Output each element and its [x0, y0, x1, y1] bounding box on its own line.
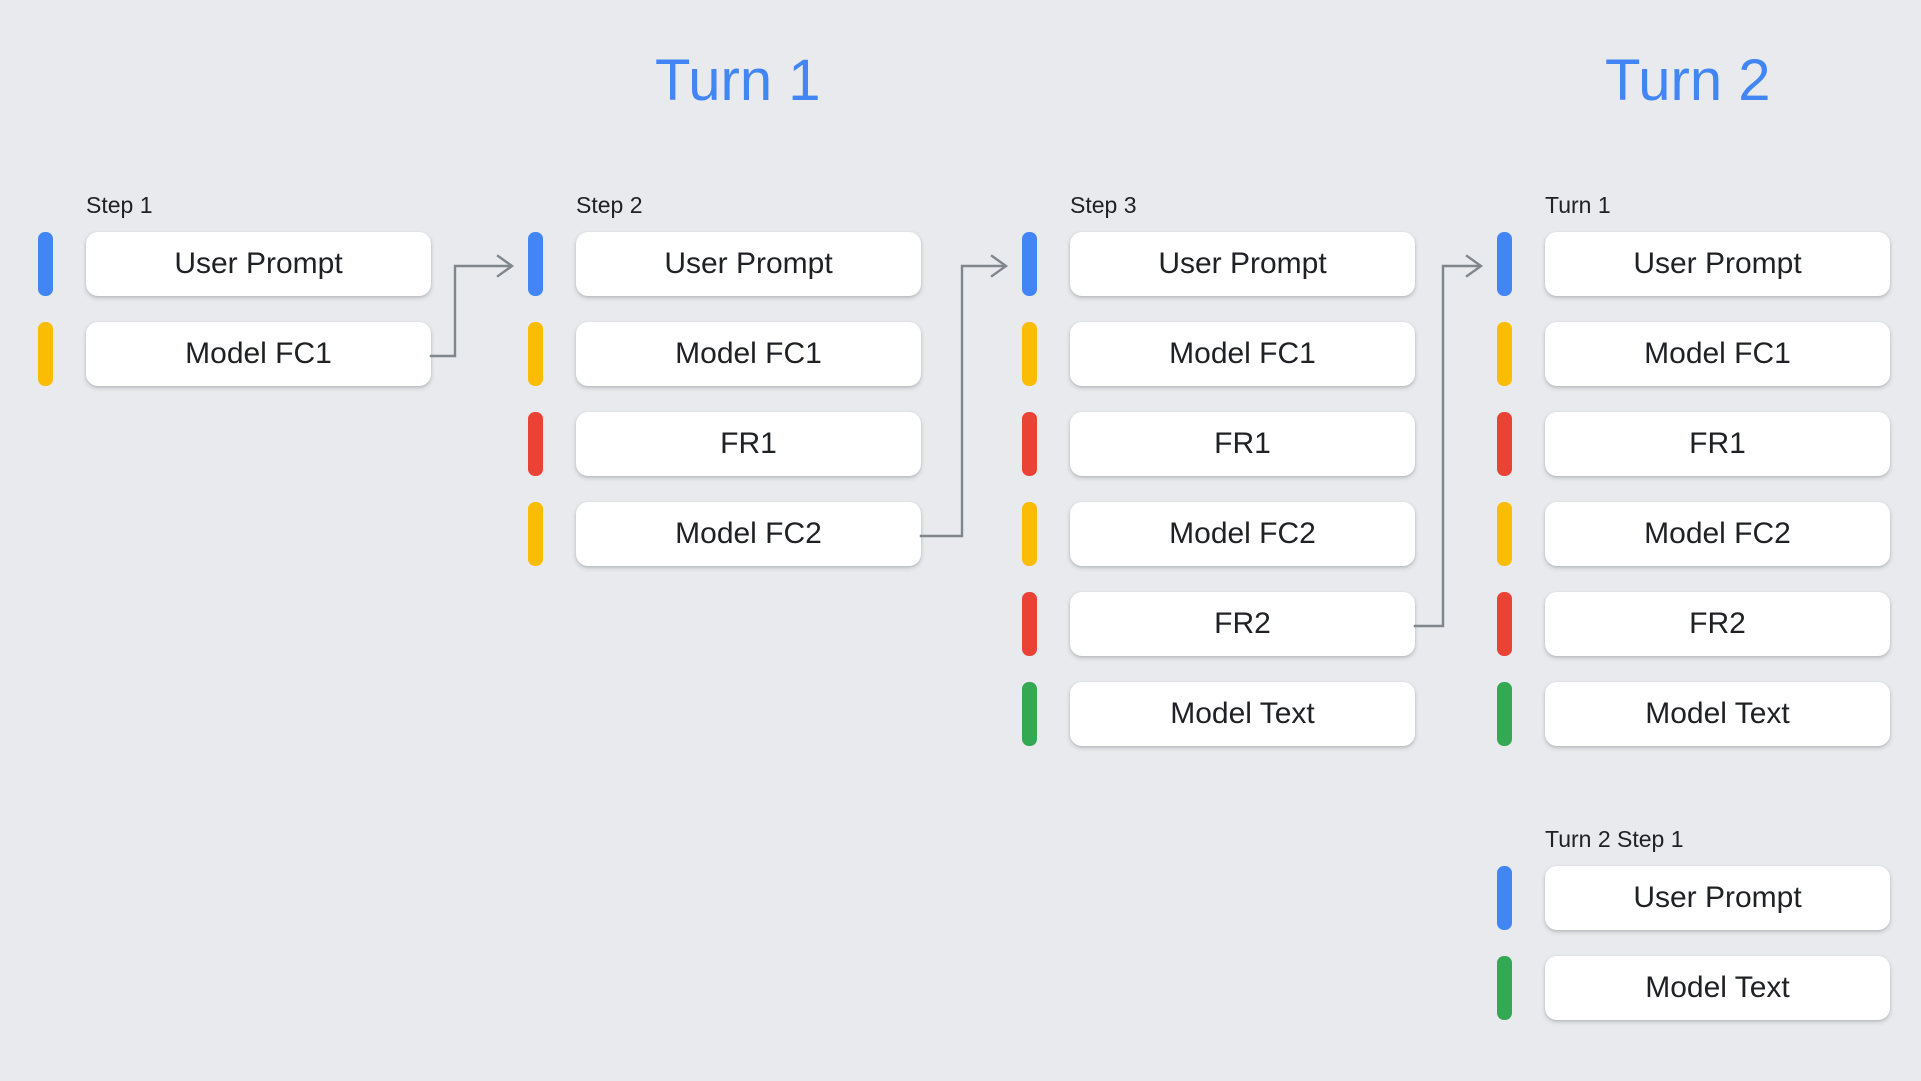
- card-label: Model FC1: [675, 337, 822, 370]
- turn-2-title: Turn 2: [1605, 48, 1771, 113]
- card[interactable]: User Prompt: [1070, 232, 1415, 296]
- card-label: User Prompt: [664, 247, 833, 280]
- card-label: FR2: [1214, 607, 1271, 640]
- column-label: Step 3: [1070, 192, 1137, 218]
- card[interactable]: FR2: [1070, 592, 1415, 656]
- row-item[interactable]: User Prompt: [1497, 866, 1890, 930]
- card[interactable]: Model FC2: [1070, 502, 1415, 566]
- row-item[interactable]: Model Text: [1497, 956, 1890, 1020]
- card-label: User Prompt: [1158, 247, 1327, 280]
- card[interactable]: Model FC1: [576, 322, 921, 386]
- card-label: Model Text: [1645, 971, 1790, 1004]
- card[interactable]: User Prompt: [86, 232, 431, 296]
- card[interactable]: Model Text: [1545, 682, 1890, 746]
- card[interactable]: User Prompt: [1545, 232, 1890, 296]
- status-bar-green: [1022, 682, 1037, 746]
- status-bar-blue: [1497, 866, 1512, 930]
- card[interactable]: Model FC2: [1545, 502, 1890, 566]
- card-label: Model FC1: [1169, 337, 1316, 370]
- card-label: Model FC2: [1644, 517, 1791, 550]
- card[interactable]: Model FC2: [576, 502, 921, 566]
- card[interactable]: FR2: [1545, 592, 1890, 656]
- row-item[interactable]: Model FC1: [528, 322, 921, 386]
- status-bar-red: [1022, 592, 1037, 656]
- status-bar-yellow: [1497, 322, 1512, 386]
- card-label: FR2: [1689, 607, 1746, 640]
- status-bar-red: [528, 412, 543, 476]
- row-item[interactable]: User Prompt: [1497, 232, 1890, 296]
- card-label: Model FC1: [1644, 337, 1791, 370]
- row-item[interactable]: FR1: [528, 412, 921, 476]
- status-bar-blue: [1497, 232, 1512, 296]
- row-item[interactable]: Model FC1: [38, 322, 431, 386]
- column-label: Step 2: [576, 192, 643, 218]
- card-label: User Prompt: [1633, 247, 1802, 280]
- row-item[interactable]: FR1: [1022, 412, 1415, 476]
- card[interactable]: FR1: [1070, 412, 1415, 476]
- status-bar-yellow: [1497, 502, 1512, 566]
- row-item[interactable]: Model FC1: [1497, 322, 1890, 386]
- card[interactable]: User Prompt: [576, 232, 921, 296]
- card[interactable]: User Prompt: [1545, 866, 1890, 930]
- card[interactable]: Model FC1: [86, 322, 431, 386]
- status-bar-blue: [1022, 232, 1037, 296]
- card-label: User Prompt: [1633, 881, 1802, 914]
- column-label: Turn 2 Step 1: [1545, 826, 1684, 852]
- card[interactable]: Model Text: [1070, 682, 1415, 746]
- status-bar-red: [1022, 412, 1037, 476]
- card-label: FR1: [1689, 427, 1746, 460]
- turn-1-title: Turn 1: [655, 48, 821, 113]
- status-bar-yellow: [1022, 322, 1037, 386]
- card[interactable]: FR1: [1545, 412, 1890, 476]
- card[interactable]: FR1: [576, 412, 921, 476]
- row-item[interactable]: FR2: [1497, 592, 1890, 656]
- row-item[interactable]: Model FC2: [1022, 502, 1415, 566]
- row-item[interactable]: Model Text: [1497, 682, 1890, 746]
- card-label: FR1: [1214, 427, 1271, 460]
- card[interactable]: Model Text: [1545, 956, 1890, 1020]
- row-item[interactable]: Model FC1: [1022, 322, 1415, 386]
- status-bar-yellow: [528, 502, 543, 566]
- row-item[interactable]: FR2: [1022, 592, 1415, 656]
- card-label: Model Text: [1645, 697, 1790, 730]
- row-item[interactable]: Model FC2: [528, 502, 921, 566]
- status-bar-blue: [528, 232, 543, 296]
- row-item[interactable]: User Prompt: [1022, 232, 1415, 296]
- column-label: Step 1: [86, 192, 153, 218]
- row-item[interactable]: Model Text: [1022, 682, 1415, 746]
- row-item[interactable]: User Prompt: [528, 232, 921, 296]
- row-item[interactable]: FR1: [1497, 412, 1890, 476]
- card-label: Model FC2: [675, 517, 822, 550]
- card-label: FR1: [720, 427, 777, 460]
- status-bar-green: [1497, 956, 1512, 1020]
- status-bar-red: [1497, 412, 1512, 476]
- status-bar-yellow: [1022, 502, 1037, 566]
- row-item[interactable]: User Prompt: [38, 232, 431, 296]
- status-bar-green: [1497, 682, 1512, 746]
- row-item[interactable]: Model FC2: [1497, 502, 1890, 566]
- status-bar-yellow: [38, 322, 53, 386]
- card-label: Model Text: [1170, 697, 1315, 730]
- card[interactable]: Model FC1: [1070, 322, 1415, 386]
- card-label: Model FC1: [185, 337, 332, 370]
- card-label: Model FC2: [1169, 517, 1316, 550]
- column-label: Turn 1: [1545, 192, 1611, 218]
- card-label: User Prompt: [174, 247, 343, 280]
- card[interactable]: Model FC1: [1545, 322, 1890, 386]
- status-bar-red: [1497, 592, 1512, 656]
- status-bar-yellow: [528, 322, 543, 386]
- status-bar-blue: [38, 232, 53, 296]
